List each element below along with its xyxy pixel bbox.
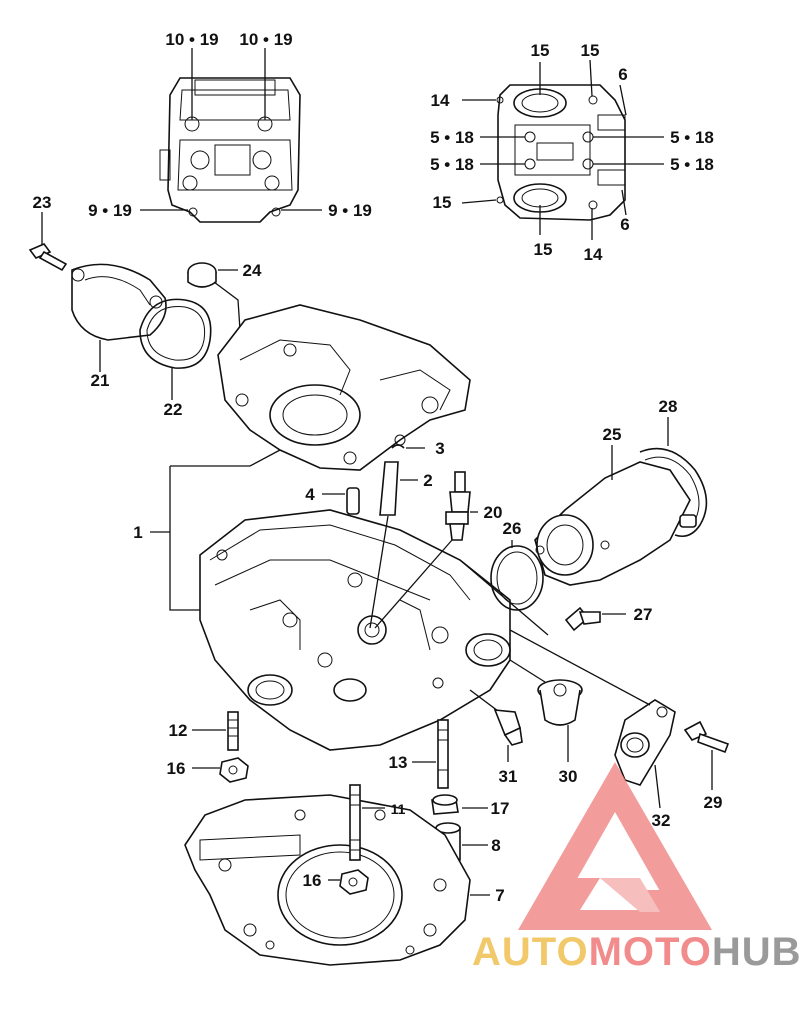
part-30-thermostat	[509, 659, 583, 762]
callout-3: 3	[435, 439, 444, 458]
triangle-logo-icon	[518, 762, 712, 930]
callout-27: 27	[634, 605, 653, 624]
watermark-text: AUTOMOTOHUB	[472, 930, 800, 974]
callout-9a: 9 • 19	[88, 201, 132, 220]
callout-6a: 6	[618, 65, 627, 84]
watermark-logo: AUTOMOTOHUB	[472, 762, 800, 974]
callout-15d: 15	[534, 240, 553, 259]
part-23-bolt	[28, 212, 68, 272]
part-16-nut-upper	[192, 757, 249, 783]
callout-5b: 5 • 18	[430, 155, 474, 174]
part-28-clamp	[639, 417, 708, 538]
callout-8: 8	[491, 836, 500, 855]
part-12-stud	[192, 711, 239, 751]
callout-5c: 5 • 18	[670, 128, 714, 147]
callout-16b: 16	[303, 871, 322, 890]
watermark-hub: HUB	[712, 930, 800, 974]
callout-28: 28	[659, 397, 678, 416]
callout-23: 23	[33, 193, 52, 212]
part-4-dowel	[322, 487, 360, 515]
leader-2-to-head	[369, 515, 389, 629]
callout-11: 11	[391, 801, 406, 817]
callout-30: 30	[559, 767, 578, 786]
part-20-spark-plug	[374, 471, 478, 629]
callout-labels: 10 • 19 10 • 19 9 • 19 9 • 19 15 15 6 14…	[33, 30, 723, 905]
part-7-head-gasket	[184, 794, 490, 966]
part-13-stud	[412, 719, 449, 789]
callout-24: 24	[243, 261, 262, 280]
part-27-bolt	[564, 606, 626, 632]
callout-10b: 10 • 19	[239, 30, 292, 49]
callout-32: 32	[652, 811, 671, 830]
part-31-sender	[469, 689, 523, 762]
callout-25: 25	[603, 425, 622, 444]
part-24-plug	[187, 262, 241, 331]
part-16-nut-lower	[328, 869, 369, 895]
part-22-gasket	[139, 298, 212, 400]
part-29-bolt	[683, 720, 730, 790]
watermark-moto: MOTO	[589, 930, 712, 974]
part-2-guide	[379, 461, 418, 516]
callout-7: 7	[495, 886, 504, 905]
callout-13: 13	[389, 753, 408, 772]
part-3-clip	[391, 444, 425, 449]
part-21-cover	[71, 263, 167, 372]
callout-31: 31	[499, 767, 518, 786]
watermark-auto: AUTO	[472, 930, 589, 974]
callout-15a: 15	[531, 41, 550, 60]
callout-22: 22	[164, 400, 183, 419]
inset-head-top-view	[140, 48, 322, 223]
part-26-o-ring	[490, 540, 544, 611]
part-32-outlet	[509, 629, 676, 809]
callout-9b: 9 • 19	[328, 201, 372, 220]
head-cover-upper	[217, 304, 471, 471]
callout-15b: 15	[581, 41, 600, 60]
callout-5a: 5 • 18	[430, 128, 474, 147]
part-11-stud	[349, 784, 385, 861]
leader-intake-dashed	[459, 559, 549, 636]
cylinder-head-main	[199, 509, 511, 751]
callout-29: 29	[704, 793, 723, 812]
callout-14a: 14	[431, 91, 450, 110]
callout-20: 20	[484, 503, 503, 522]
callout-12: 12	[169, 721, 188, 740]
callout-6b: 6	[620, 215, 629, 234]
callout-16a: 16	[167, 759, 186, 778]
callout-15c: 15	[433, 193, 452, 212]
bracket-1	[150, 449, 281, 611]
callout-4: 4	[305, 485, 315, 504]
callout-10a: 10 • 19	[165, 30, 218, 49]
callout-5d: 5 • 18	[670, 155, 714, 174]
callout-2: 2	[423, 471, 432, 490]
callout-17: 17	[491, 799, 510, 818]
part-25-intake-pipe	[534, 445, 691, 586]
callout-21: 21	[91, 371, 110, 390]
inset-head-bottom-view	[461, 59, 664, 240]
callout-26: 26	[503, 519, 522, 538]
callout-14b: 14	[584, 245, 603, 264]
callout-1: 1	[133, 523, 142, 542]
part-17-washer	[431, 794, 488, 815]
